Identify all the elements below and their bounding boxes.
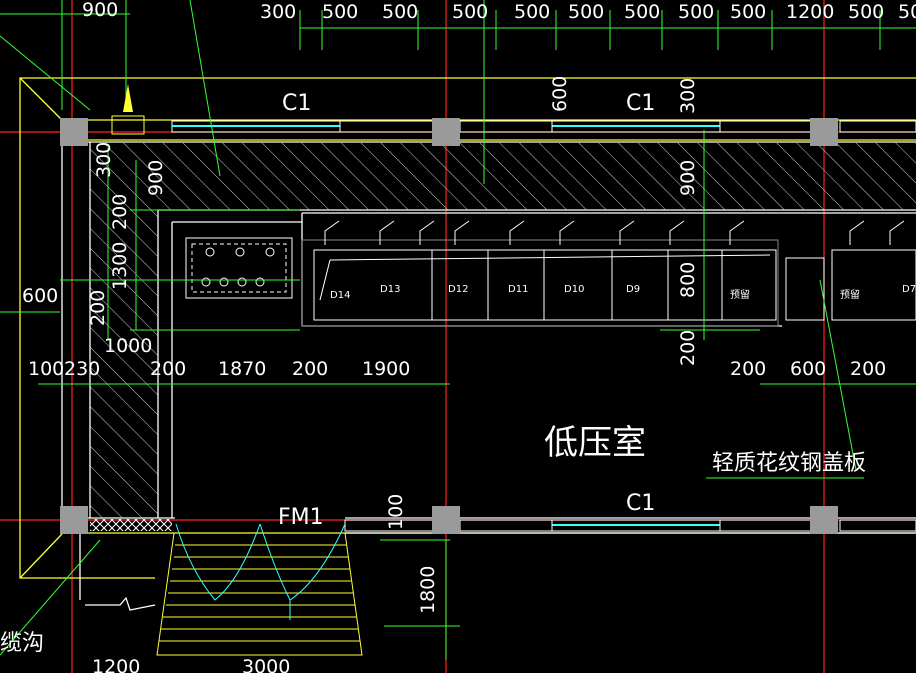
panel-label-d11: D11 bbox=[508, 284, 528, 295]
dim-right-6: 600 bbox=[790, 358, 826, 380]
dim-mid-1: 230 bbox=[64, 358, 100, 380]
dim-bottom-3: 3000 bbox=[242, 656, 290, 673]
dim-bottom-1: 1800 bbox=[417, 566, 439, 614]
dim-left-2: 900 bbox=[145, 160, 167, 196]
panel-label-d7: D7 bbox=[902, 284, 916, 295]
dim-left-1: 300 bbox=[93, 142, 115, 178]
left-dimensions: 600 300 900 200 1300 200 1000 bbox=[22, 142, 167, 357]
dim-top-0: 900 bbox=[82, 0, 118, 21]
windows bbox=[171, 120, 916, 532]
dim-right-3: 800 bbox=[677, 262, 699, 298]
dim-right-7: 200 bbox=[850, 358, 886, 380]
room-name: 低压室 bbox=[544, 423, 646, 463]
bottom-dimensions: 100 1800 1200 3000 bbox=[92, 494, 439, 673]
window-label-top-right: C1 bbox=[626, 91, 655, 116]
hatched-walls bbox=[90, 143, 916, 531]
cover-plate-note: 轻质花纹钢盖板 bbox=[712, 451, 866, 476]
door-label: FM1 bbox=[278, 505, 324, 530]
dim-mid-2: 200 bbox=[150, 358, 186, 380]
dim-right-1: 300 bbox=[677, 78, 699, 114]
dim-top-8: 500 bbox=[678, 1, 714, 23]
panel-label-d10: D10 bbox=[564, 284, 584, 295]
dim-top-3: 500 bbox=[382, 1, 418, 23]
transformer-equipment bbox=[185, 237, 293, 299]
dim-bottom-2: 1200 bbox=[92, 656, 140, 673]
dim-left-3: 200 bbox=[109, 194, 131, 230]
dim-right-2: 900 bbox=[677, 160, 699, 196]
dim-right-4: 200 bbox=[677, 330, 699, 366]
panel-label-reserved-1: 预留 bbox=[730, 288, 750, 301]
dim-top-1: 300 bbox=[260, 1, 296, 23]
window-label-bottom: C1 bbox=[626, 491, 655, 516]
dim-top-4: 500 bbox=[452, 1, 488, 23]
window-label-top-left: C1 bbox=[282, 91, 311, 116]
dim-left-4: 1300 bbox=[109, 242, 131, 290]
dim-bottom-0: 100 bbox=[385, 494, 407, 530]
dim-mid-4: 200 bbox=[292, 358, 328, 380]
cable-trench-label: 缆沟 bbox=[0, 631, 44, 656]
dim-left-5: 200 bbox=[87, 290, 109, 326]
dim-top-9: 500 bbox=[730, 1, 766, 23]
axis-marker bbox=[111, 84, 145, 135]
dim-top-2: 500 bbox=[322, 1, 358, 23]
panel-labels: D14 D13 D12 D11 D10 D9 预留 预留 D7 bbox=[330, 284, 916, 301]
panel-label-d14: D14 bbox=[330, 290, 350, 301]
dim-top-6: 500 bbox=[568, 1, 604, 23]
dim-top-7: 500 bbox=[624, 1, 660, 23]
top-dimensions: 900 300 500 500 500 500 500 500 500 500 … bbox=[82, 0, 916, 23]
dim-top-5: 500 bbox=[514, 1, 550, 23]
right-dimensions: 600 300 900 800 200 200 600 200 bbox=[549, 76, 886, 380]
wall-lines bbox=[60, 141, 916, 611]
dim-mid-3: 1870 bbox=[218, 358, 266, 380]
panel-label-d13: D13 bbox=[380, 284, 400, 295]
dim-top-12: 500 bbox=[898, 1, 916, 23]
dim-right-5: 200 bbox=[730, 358, 766, 380]
panel-label-reserved-2: 预留 bbox=[840, 288, 860, 301]
columns bbox=[60, 118, 838, 534]
dim-top-10: 1200 bbox=[786, 1, 834, 23]
panel-label-d12: D12 bbox=[448, 284, 468, 295]
dim-top-11: 500 bbox=[848, 1, 884, 23]
dim-mid-5: 1900 bbox=[362, 358, 410, 380]
switchgear-panel-row bbox=[301, 220, 916, 327]
middle-dimensions: 100 230 200 1870 200 1900 bbox=[28, 358, 410, 380]
dim-mid-0: 100 bbox=[28, 358, 64, 380]
panel-label-d9: D9 bbox=[626, 284, 640, 295]
dim-right-0: 600 bbox=[549, 76, 571, 112]
dim-left-6: 1000 bbox=[104, 335, 152, 357]
door-swing bbox=[175, 523, 346, 620]
dim-left-0: 600 bbox=[22, 285, 58, 307]
